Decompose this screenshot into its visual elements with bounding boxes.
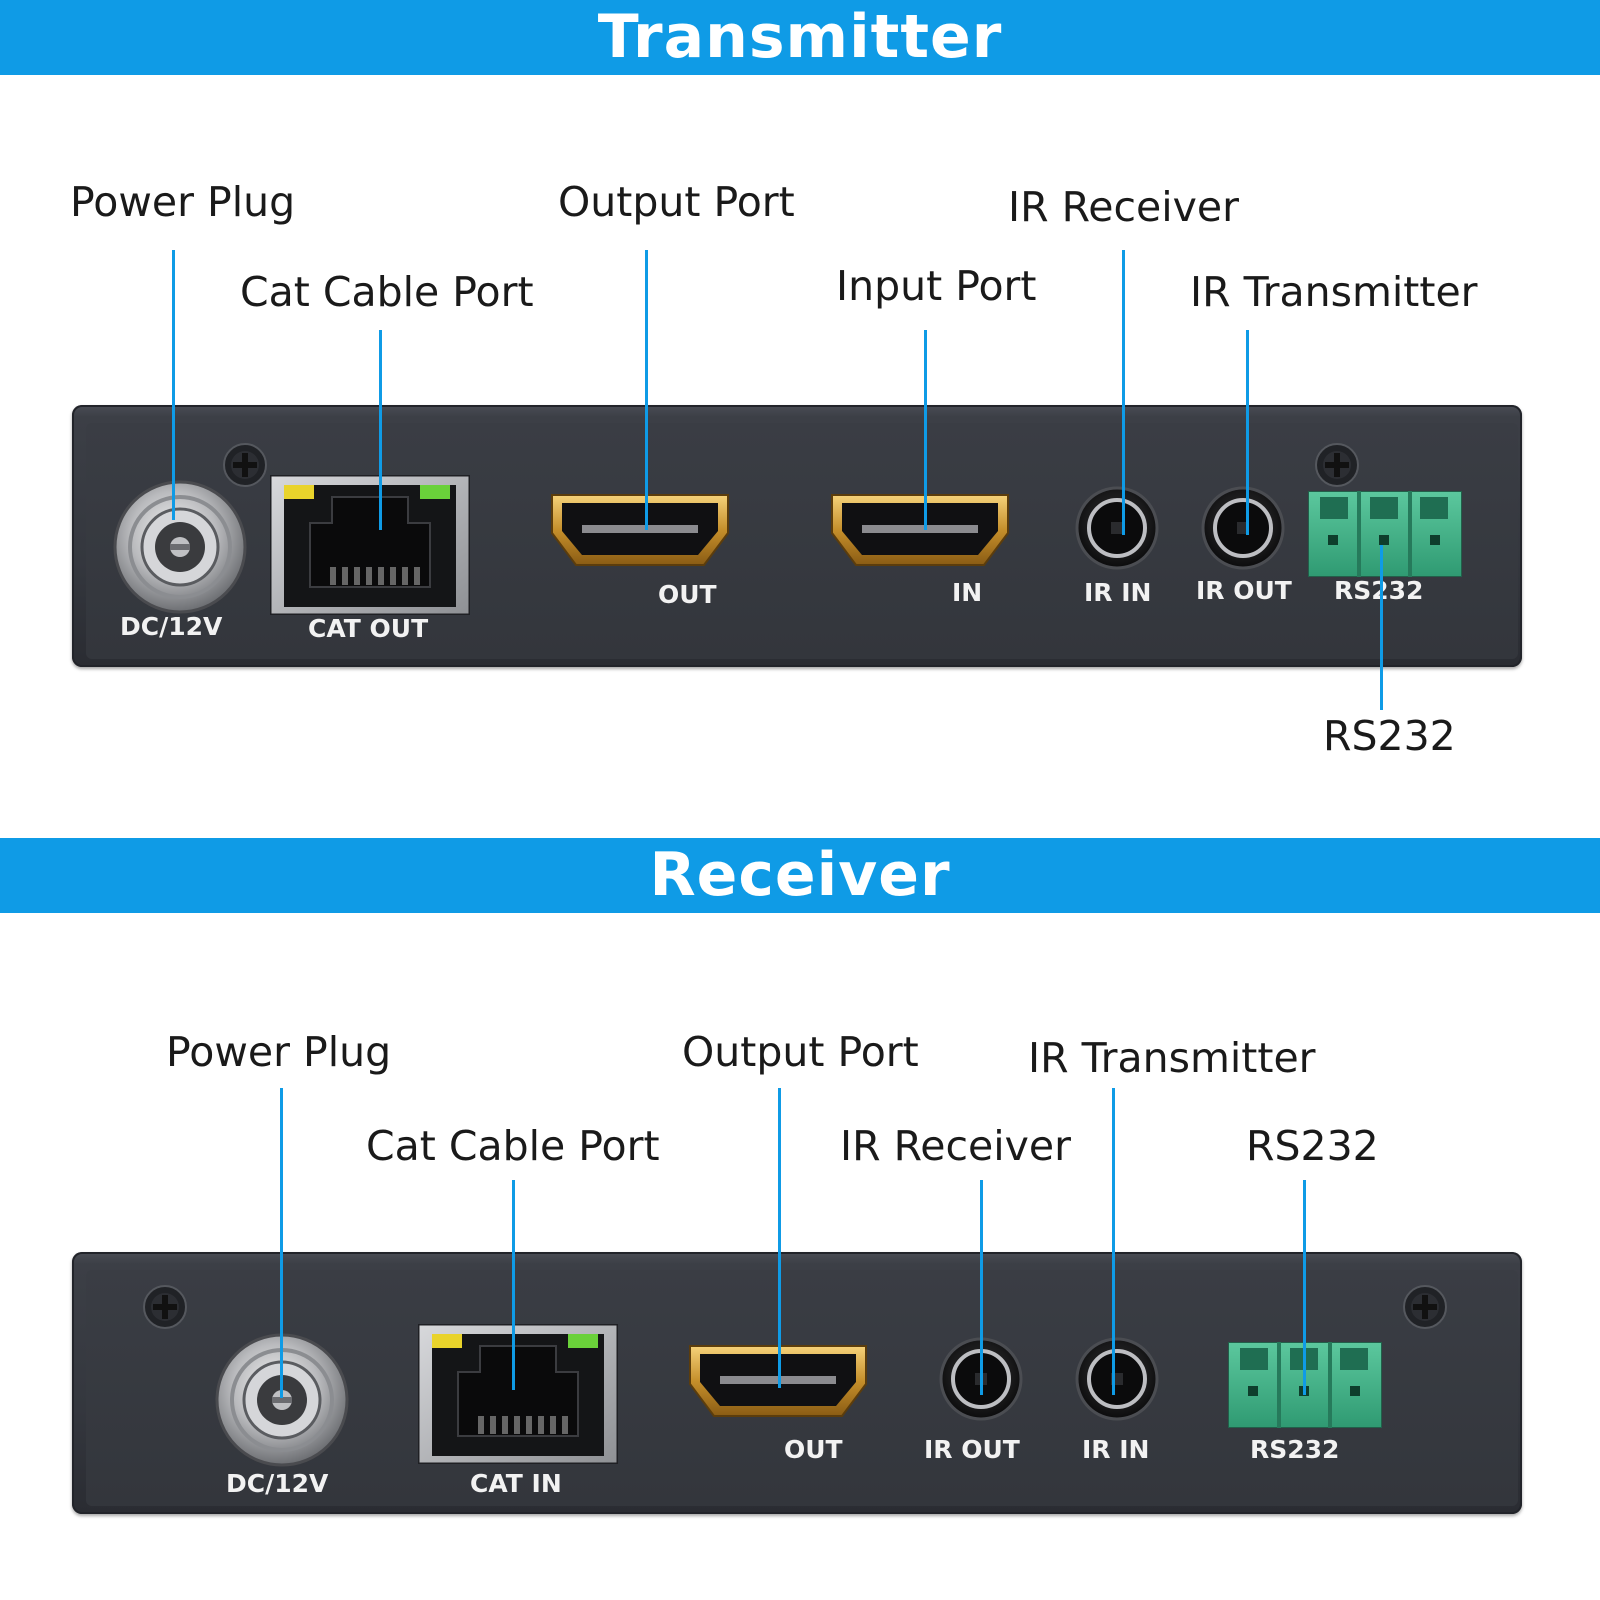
rx-label-cat-in: CAT IN bbox=[470, 1469, 562, 1498]
rj45-port-icon bbox=[270, 475, 470, 615]
audio-jack-icon bbox=[1075, 486, 1159, 570]
rx-leader-rs232 bbox=[1303, 1180, 1306, 1395]
audio-jack-icon bbox=[1201, 486, 1285, 570]
rx-label-out: OUT bbox=[784, 1435, 843, 1464]
rx-label-ir-out: IR OUT bbox=[924, 1435, 1020, 1464]
screw-icon bbox=[1403, 1285, 1447, 1329]
rx-label-rs232: RS232 bbox=[1250, 1435, 1340, 1464]
tx-leader-input bbox=[924, 330, 927, 530]
tx-leader-output bbox=[645, 250, 648, 530]
rx-leader-cat bbox=[512, 1180, 515, 1390]
tx-callout-output-port: Output Port bbox=[558, 178, 795, 226]
receiver-panel: DC/12V CAT IN OUT IR OUT IR IN RS232 bbox=[72, 1252, 1522, 1514]
screw-icon bbox=[223, 443, 267, 487]
rx-leader-ir-receiver bbox=[980, 1180, 983, 1395]
tx-leader-power bbox=[172, 250, 175, 520]
transmitter-panel: DC/12V CAT OUT OUT IN IR IN IR OUT RS232 bbox=[72, 405, 1522, 667]
rx-callout-ir-transmitter: IR Transmitter bbox=[1028, 1034, 1316, 1082]
rx-callout-output-port: Output Port bbox=[682, 1028, 919, 1076]
tx-label-cat-out: CAT OUT bbox=[308, 614, 429, 643]
receiver-title: Receiver bbox=[649, 840, 951, 910]
tx-label-rs232: RS232 bbox=[1334, 576, 1424, 605]
rx-callout-power-plug: Power Plug bbox=[166, 1028, 392, 1076]
tx-callout-ir-transmitter: IR Transmitter bbox=[1190, 268, 1478, 316]
tx-callout-ir-receiver: IR Receiver bbox=[1008, 183, 1239, 231]
dc-jack-icon bbox=[113, 480, 247, 614]
tx-leader-ir-receiver bbox=[1122, 250, 1125, 535]
rx-callout-rs232: RS232 bbox=[1246, 1122, 1379, 1170]
rj45-port-icon bbox=[418, 1324, 618, 1464]
hdmi-port-icon bbox=[831, 494, 1009, 566]
tx-leader-ir-transmitter bbox=[1246, 330, 1249, 535]
rx-label-ir-in: IR IN bbox=[1082, 1435, 1150, 1464]
rx-callout-ir-receiver: IR Receiver bbox=[840, 1122, 1071, 1170]
tx-callout-rs232: RS232 bbox=[1323, 712, 1456, 760]
tx-label-dc: DC/12V bbox=[120, 612, 223, 641]
screw-icon bbox=[143, 1285, 187, 1329]
tx-callout-input-port: Input Port bbox=[836, 262, 1037, 310]
hdmi-port-icon bbox=[551, 494, 729, 566]
tx-label-out: OUT bbox=[658, 580, 717, 609]
dc-jack-icon bbox=[215, 1333, 349, 1467]
transmitter-banner: Transmitter bbox=[0, 0, 1600, 75]
screw-icon bbox=[1315, 443, 1359, 487]
tx-label-in: IN bbox=[952, 578, 983, 607]
rx-leader-power bbox=[280, 1088, 283, 1398]
tx-callout-cat-cable-port: Cat Cable Port bbox=[240, 268, 534, 316]
tx-label-ir-in: IR IN bbox=[1084, 578, 1152, 607]
rx-leader-ir-transmitter bbox=[1112, 1088, 1115, 1395]
tx-callout-power-plug: Power Plug bbox=[70, 178, 296, 226]
receiver-banner: Receiver bbox=[0, 838, 1600, 913]
tx-leader-rs232 bbox=[1380, 545, 1383, 710]
terminal-block-icon bbox=[1308, 491, 1462, 577]
rx-label-dc: DC/12V bbox=[226, 1469, 329, 1498]
rx-callout-cat-cable-port: Cat Cable Port bbox=[366, 1122, 660, 1170]
tx-label-ir-out: IR OUT bbox=[1196, 576, 1292, 605]
transmitter-title: Transmitter bbox=[597, 2, 1003, 72]
audio-jack-icon bbox=[1075, 1337, 1159, 1421]
tx-leader-cat bbox=[379, 330, 382, 530]
rx-leader-output bbox=[778, 1088, 781, 1388]
